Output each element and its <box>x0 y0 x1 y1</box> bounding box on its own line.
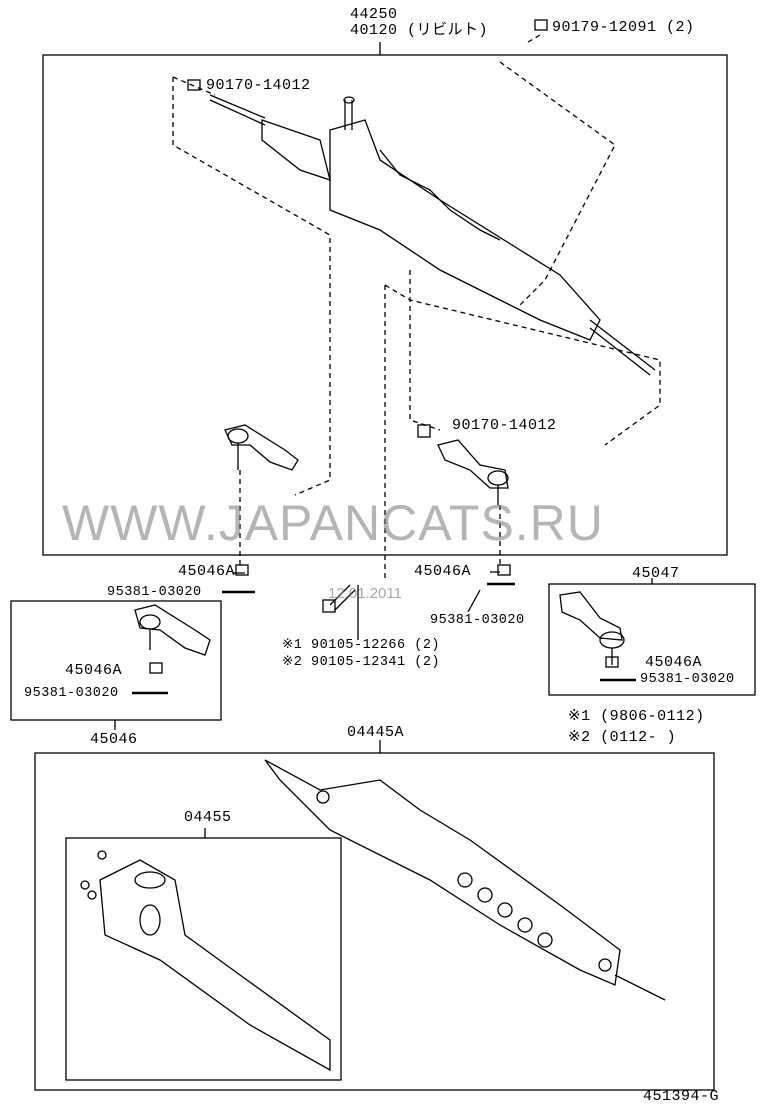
tie-rod-left-box <box>10 600 222 721</box>
rack-housing-icon <box>264 759 666 1001</box>
nut-right-label: 90170-14012 <box>452 417 557 434</box>
tie-rod-left-part-label: 45046 <box>90 731 138 748</box>
note-2: ※2 (0112- ) <box>568 729 677 746</box>
figure-id: 451394-G <box>643 1088 720 1105</box>
watermark: WWW.JAPANCATS.RU <box>62 495 604 551</box>
tie-rod-left-nut-label: 45046A <box>65 662 123 679</box>
housing-part-label: 04445A <box>347 724 405 741</box>
cotter-pin-icons <box>132 582 636 695</box>
bolt-icon <box>322 584 356 613</box>
castle-nut-left-label: 45046A <box>178 563 236 580</box>
tie-rod-right-part-label: 45047 <box>632 565 680 582</box>
assembly-part-label: 44250 <box>350 6 398 23</box>
tie-rod-right-nut-label: 45046A <box>645 654 703 671</box>
bolt-1-label: ※1 90105-12266 (2) <box>282 638 441 653</box>
date-stamp: 12.01.2011 <box>328 585 402 602</box>
tie-rod-right-pin-label: 95381-03020 <box>640 672 735 687</box>
gasket-kit-label: 04455 <box>184 809 232 826</box>
nut-left-label: 90170-14012 <box>206 77 311 94</box>
housing-box <box>34 752 715 1091</box>
tie-rod-left-pin-label: 95381-03020 <box>24 686 119 701</box>
steering-rack-icon <box>209 94 656 376</box>
rebuilt-part-label: 40120 (リビルト) <box>350 22 489 39</box>
note-1: ※1 (9806-0112) <box>568 708 705 725</box>
top-nut-label: 90179-12091 (2) <box>552 19 695 36</box>
castle-nut-right-label: 45046A <box>414 563 472 580</box>
nut-icons <box>149 19 619 674</box>
gasket-kit-box <box>65 837 342 1081</box>
housing-detail-icon <box>80 850 331 1072</box>
bolt-2-label: ※2 90105-12341 (2) <box>282 655 441 670</box>
cotter-pin-right-label: 95381-03020 <box>430 613 525 628</box>
cotter-pin-left-label: 95381-03020 <box>107 585 202 600</box>
